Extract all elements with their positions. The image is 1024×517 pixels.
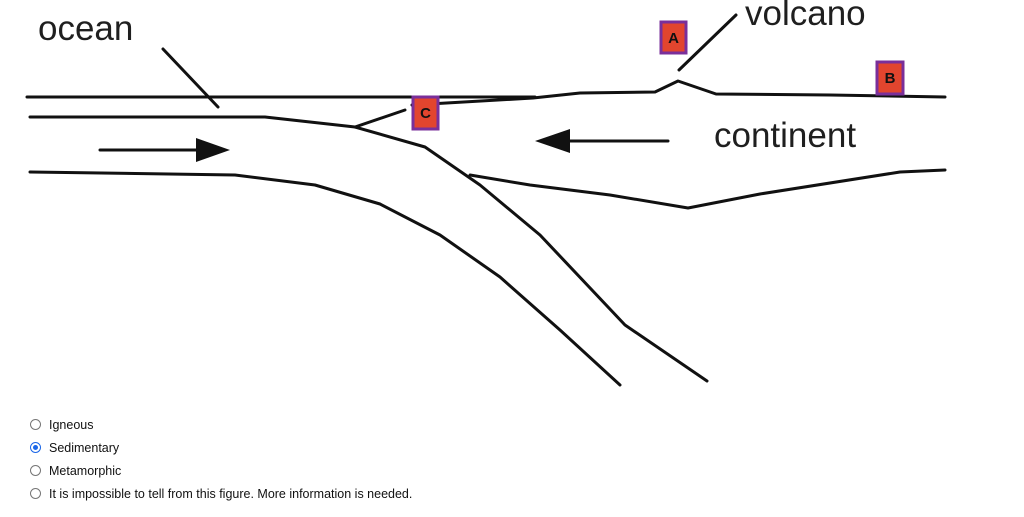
ocean-label: ocean bbox=[38, 9, 133, 48]
option-metamorphic[interactable]: Metamorphic bbox=[30, 459, 412, 482]
continent-base-line bbox=[468, 168, 947, 210]
continental-wedge-line bbox=[353, 108, 407, 129]
option-impossible-label: It is impossible to tell from this figur… bbox=[49, 486, 413, 501]
option-impossible-radio[interactable] bbox=[30, 488, 41, 499]
option-sedimentary-radio[interactable] bbox=[30, 442, 41, 453]
continent-surface-line bbox=[410, 79, 947, 107]
subduction-diagram: ocean volcano continent A B C bbox=[25, 0, 947, 387]
continent-plate-arrow bbox=[535, 129, 670, 153]
marker-a-label: A bbox=[668, 30, 679, 47]
oceanic-plate-bottom bbox=[28, 170, 622, 387]
option-metamorphic-radio[interactable] bbox=[30, 465, 41, 476]
option-impossible[interactable]: It is impossible to tell from this figur… bbox=[30, 482, 412, 505]
oceanic-plate-top bbox=[28, 115, 709, 383]
marker-c: C bbox=[411, 95, 440, 131]
volcano-leader-line bbox=[677, 13, 738, 72]
marker-c-label: C bbox=[420, 105, 431, 122]
continent-label: continent bbox=[714, 116, 856, 155]
option-igneous-label: Igneous bbox=[49, 417, 94, 432]
option-sedimentary[interactable]: Sedimentary bbox=[30, 436, 412, 459]
marker-a: A bbox=[659, 20, 688, 55]
option-igneous-radio[interactable] bbox=[30, 419, 41, 430]
marker-b: B bbox=[875, 60, 905, 96]
answer-options: Igneous Sedimentary Metamorphic It is im… bbox=[30, 413, 412, 505]
option-metamorphic-label: Metamorphic bbox=[49, 463, 122, 478]
option-sedimentary-label: Sedimentary bbox=[49, 440, 120, 455]
marker-b-label: B bbox=[885, 70, 896, 87]
ocean-plate-arrow bbox=[98, 138, 230, 162]
option-igneous[interactable]: Igneous bbox=[30, 413, 412, 436]
volcano-label: volcano bbox=[745, 0, 866, 33]
